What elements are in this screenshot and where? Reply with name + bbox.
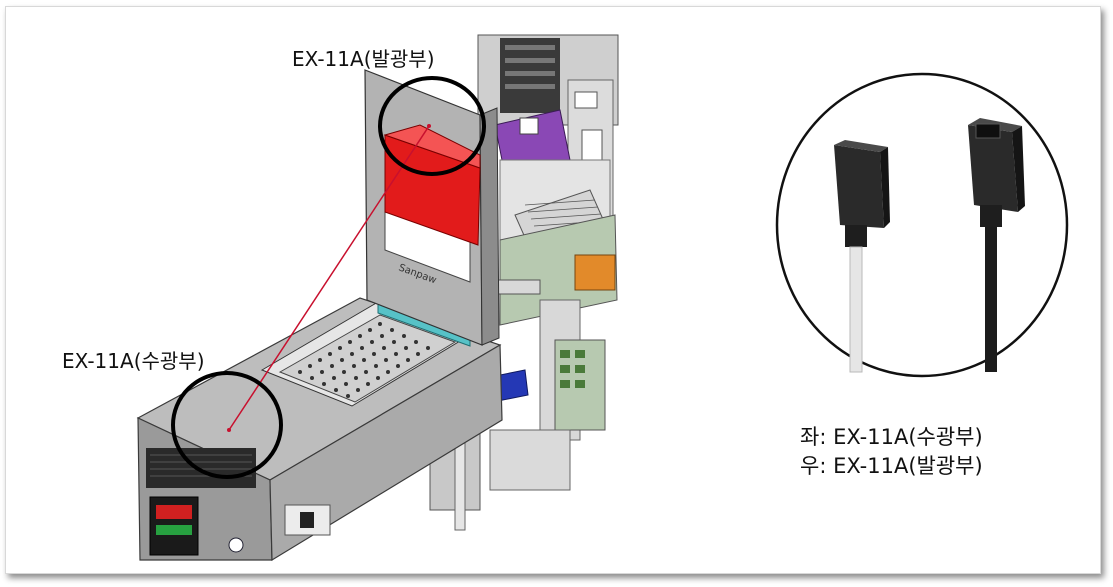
receiver-highlight-circle — [171, 371, 283, 479]
emitter-tower: Sanpaw — [364, 69, 500, 346]
receiver-label: EX-11A(수광부) — [62, 349, 205, 373]
receiver-sensor — [834, 140, 890, 373]
emitter-point — [427, 124, 431, 128]
background-machinery — [349, 34, 619, 531]
sensor-photo — [775, 72, 1069, 378]
caption-right: 우: EX-11A(발광부) — [800, 454, 983, 478]
photo-caption: 좌: EX-11A(수광부) 우: EX-11A(발광부) — [800, 423, 983, 481]
caption-left: 좌: EX-11A(수광부) — [800, 425, 983, 449]
receiver-point — [227, 428, 231, 432]
beam-line — [228, 125, 430, 431]
emitter-sensor — [968, 118, 1025, 372]
emitter-label: EX-11A(발광부) — [292, 47, 435, 71]
emitter-highlight-circle — [378, 76, 486, 176]
